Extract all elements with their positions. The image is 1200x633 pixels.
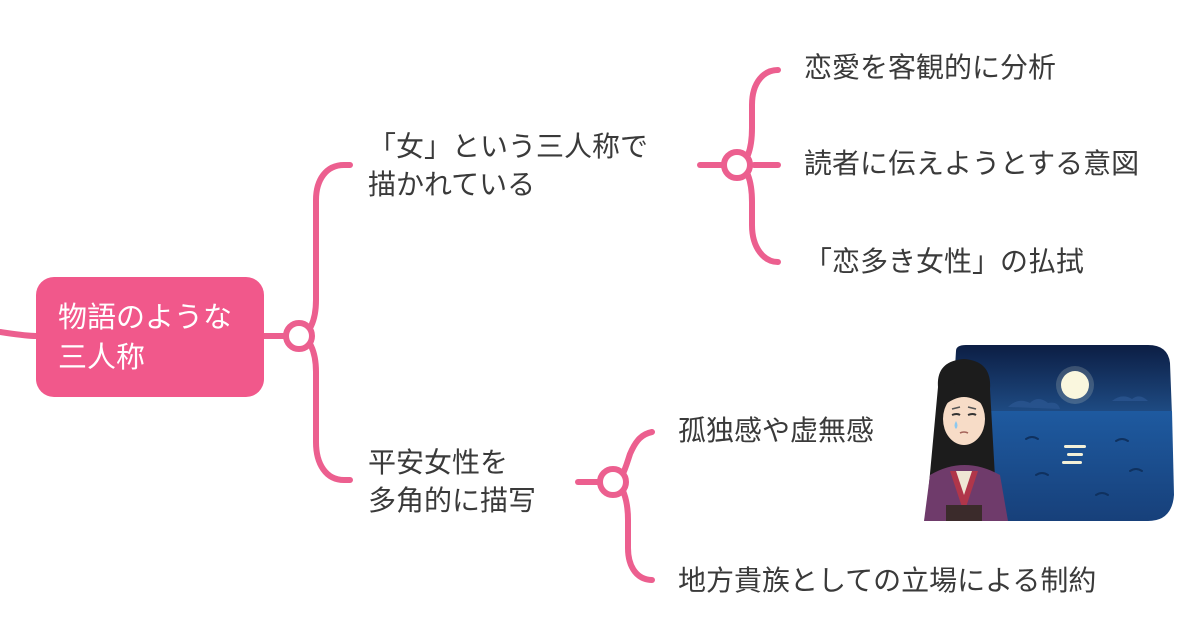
branch-node-1-line-2: 描かれている bbox=[368, 168, 536, 201]
branch-node-2-line-1: 平安女性を bbox=[368, 446, 509, 479]
connector-branch-1 bbox=[297, 162, 353, 339]
root-node[interactable]: 物語のような 三人称 bbox=[36, 277, 264, 397]
leaf-node-1-1[interactable]: 恋愛を客観的に分析 bbox=[804, 51, 1057, 84]
junction-node-3 bbox=[597, 466, 629, 498]
leaf-node-2-1[interactable]: 孤独感や虚無感 bbox=[678, 414, 875, 447]
root-incoming-connector bbox=[0, 329, 39, 339]
leaf-node-1-3[interactable]: 「恋多き女性」の払拭 bbox=[804, 245, 1085, 278]
branch-node-1[interactable]: 「女」という三人称で 描かれている bbox=[368, 128, 648, 204]
branch-node-2-line-2: 多角的に描写 bbox=[368, 484, 537, 517]
connector-branch-2 bbox=[297, 333, 353, 483]
junction-node-2 bbox=[721, 149, 753, 181]
leaf-node-2-2[interactable]: 地方貴族としての立場による制約 bbox=[678, 564, 1097, 597]
heian-woman-moonlit-sea-illustration bbox=[924, 345, 1174, 521]
connector-leaf-2-2 bbox=[611, 479, 655, 583]
branch-node-1-line-1: 「女」という三人称で bbox=[368, 130, 649, 163]
root-node-line-1: 物語のような bbox=[58, 300, 233, 334]
connector-leaf-1-3 bbox=[735, 162, 781, 265]
root-node-line-2: 三人称 bbox=[58, 340, 146, 374]
branch-node-2[interactable]: 平安女性を 多角的に描写 bbox=[368, 444, 536, 520]
junction-node-1 bbox=[283, 320, 315, 352]
leaf-node-1-2[interactable]: 読者に伝えようとする意図 bbox=[804, 147, 1140, 180]
